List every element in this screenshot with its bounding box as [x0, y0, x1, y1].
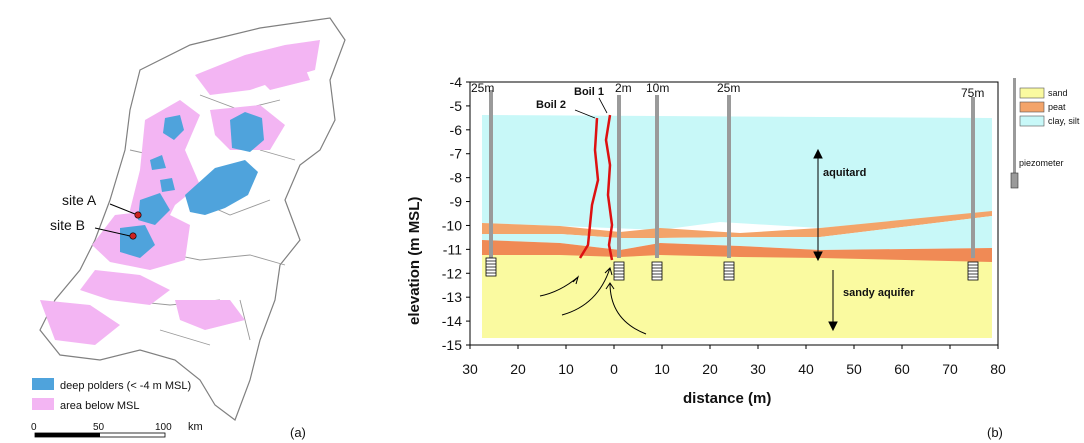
screen-75m [967, 261, 979, 281]
piezometer-25m-left-pipe [489, 90, 493, 258]
legend-sand-label: sand [1048, 88, 1068, 98]
cross-section-panel: 25m 2m 10m 25m 75m Boil 1 Boil 2 aqui [406, 74, 1080, 440]
legend-deep-polders-swatch [32, 378, 54, 390]
y-tick-label: -11 [443, 241, 462, 257]
piezometer-75m-pipe [971, 97, 975, 258]
boil-1-channel [604, 114, 614, 261]
panel-a-label: (a) [290, 425, 306, 440]
x-axis: 30 20 10 0 10 20 30 40 50 60 70 80 [462, 345, 1006, 377]
scale-unit: km [188, 421, 203, 433]
piezometer-2m-pipe [617, 95, 621, 258]
section-legend: sand peat clay, silt piezometer [1010, 78, 1080, 189]
boil-1-label: Boil 1 [574, 86, 604, 98]
legend-below-msl-swatch [32, 398, 54, 410]
y-tick-label: -13 [442, 289, 462, 305]
y-tick-label: -5 [450, 98, 463, 114]
x-tick-label: 10 [654, 361, 670, 377]
y-tick-label: -9 [450, 194, 463, 210]
piezometer-label-25m-right: 25m [717, 81, 740, 95]
x-tick-label: 30 [750, 361, 766, 377]
scale-tick-0: 0 [31, 422, 37, 433]
screen-25m-left [485, 257, 497, 277]
piezometer-screens [485, 257, 979, 281]
deep-polders [120, 112, 264, 258]
sandy-aquifer-label: sandy aquifer [843, 287, 915, 299]
legend-pipe [1013, 78, 1016, 188]
site-b-marker [129, 232, 137, 240]
piezometer-label-75m: 75m [961, 86, 984, 100]
peat-upper-layer [482, 211, 992, 238]
screen-10m [651, 261, 663, 281]
y-tick-label: -8 [450, 170, 463, 186]
legend-clay-label: clay, silt [1048, 116, 1080, 126]
y-tick-label: -7 [450, 146, 463, 162]
y-tick-label: -10 [442, 217, 462, 233]
x-axis-title: distance (m) [683, 390, 771, 407]
boil-2-pointer [574, 109, 596, 119]
panel-b-label: (b) [987, 425, 1003, 440]
y-tick-label: -14 [442, 313, 462, 329]
layer-arrows [813, 148, 838, 332]
y-tick-label: -12 [442, 265, 462, 281]
area-below-msl [40, 40, 320, 345]
legend-clay-swatch [1019, 115, 1045, 127]
piezometer-label-10m: 10m [646, 81, 669, 95]
piezometer-label-25m-left: 25m [471, 81, 494, 95]
y-axis-title: elevation (m MSL) [406, 197, 423, 325]
piezometers [489, 90, 975, 258]
y-tick-label: -15 [442, 337, 462, 353]
aquitard-label: aquitard [823, 167, 866, 179]
screen-25m-right [723, 261, 735, 281]
legend-piezometer-label: piezometer [1019, 158, 1064, 168]
legend-sand-swatch [1019, 87, 1045, 99]
site-a-leader [109, 203, 136, 215]
x-tick-label: 30 [462, 361, 478, 377]
clay-layer [482, 115, 992, 230]
piezometer-10m-pipe [655, 95, 659, 258]
piezometer-label-2m: 2m [615, 81, 632, 95]
boil-2-channel [578, 117, 600, 259]
site-b-leader [94, 227, 131, 237]
x-tick-label: 70 [942, 361, 958, 377]
x-tick-label: 60 [894, 361, 910, 377]
flow-arrows [539, 267, 647, 335]
x-tick-label: 0 [610, 361, 618, 377]
y-axis: -4 -5 -6 -7 -8 -9 -10 -11 -12 -13 -14 -15 [442, 74, 470, 353]
piezometer-25m-right-pipe [727, 95, 731, 258]
scale-tick-50: 50 [93, 422, 105, 433]
legend-below-msl-label: area below MSL [60, 400, 140, 412]
x-tick-label: 50 [846, 361, 862, 377]
map-panel: site A site B deep polders (< -4 m MSL) … [31, 17, 346, 440]
legend-deep-polders-label: deep polders (< -4 m MSL) [60, 380, 191, 392]
sand-layer [482, 253, 992, 338]
screen-2m [613, 261, 625, 281]
scale-bar: 0 50 100 km [31, 421, 203, 438]
y-tick-label: -6 [450, 122, 463, 138]
x-tick-label: 20 [702, 361, 718, 377]
scale-tick-100: 100 [155, 422, 172, 433]
boil-1-pointer [598, 97, 608, 114]
peat-lower-layer [482, 240, 992, 262]
x-tick-label: 80 [990, 361, 1006, 377]
legend-peat-swatch [1019, 101, 1045, 113]
x-tick-label: 40 [798, 361, 814, 377]
site-b-label: site B [50, 217, 85, 233]
x-tick-label: 20 [510, 361, 526, 377]
site-a-marker [134, 211, 142, 219]
legend-peat-label: peat [1048, 102, 1066, 112]
legend-piezometer-screen [1010, 172, 1019, 189]
site-a-label: site A [62, 192, 97, 208]
x-tick-label: 10 [558, 361, 574, 377]
boil-2-label: Boil 2 [536, 99, 566, 111]
y-tick-label: -4 [450, 74, 463, 90]
